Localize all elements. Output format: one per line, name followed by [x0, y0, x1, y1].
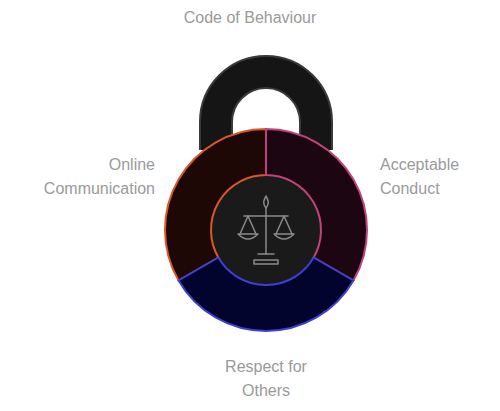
lock-shackle-edge [216, 72, 316, 150]
scale-pan-right [274, 216, 294, 239]
scale-post [265, 208, 267, 254]
segment-fill [165, 129, 266, 281]
diagram-title: Code of Behaviour [0, 6, 500, 30]
lock-center [211, 175, 321, 285]
lock-shackle [216, 72, 316, 150]
segment-label: Acceptable Conduct [380, 153, 490, 201]
scale-base [254, 254, 278, 264]
scale-drop [264, 196, 269, 208]
scale-beam [244, 215, 288, 217]
segment-label: Respect for Others [206, 355, 326, 403]
scale-pan-left [238, 216, 258, 239]
segment-fill [179, 258, 354, 332]
segment-fill [266, 129, 367, 281]
segment-label: Online Communication [35, 153, 155, 201]
scale-icon [238, 196, 294, 264]
